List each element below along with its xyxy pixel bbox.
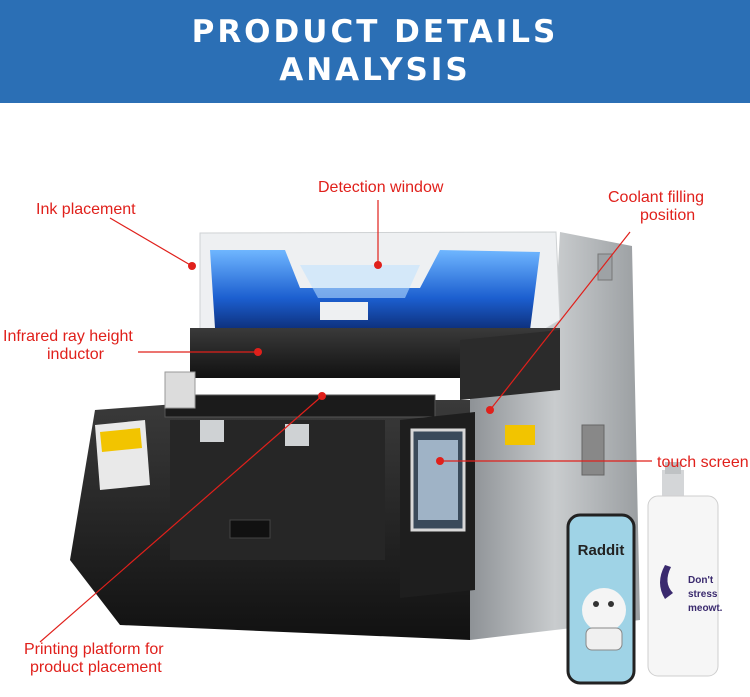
- bottle-text-line1: Don't: [688, 575, 714, 586]
- bottle-text-line2: stress: [688, 589, 718, 600]
- printer-control-panel: [400, 412, 535, 598]
- callout-infrared-line2: inductor: [47, 346, 104, 363]
- callout-ink-placement: Ink placement: [36, 201, 136, 218]
- callout-coolant-line2: position: [640, 207, 696, 224]
- callout-infrared-line1: Infrared ray height: [3, 328, 133, 345]
- callout-lines: [39, 200, 652, 643]
- callout-detection-window: Detection window: [318, 179, 444, 196]
- printed-phone-case: [566, 513, 636, 685]
- page-title-line2: ANALYSIS: [279, 52, 471, 88]
- printer-gantry: [190, 328, 560, 400]
- callout-coolant-line1: Coolant filling: [608, 189, 705, 206]
- printer-hood: [199, 231, 561, 333]
- callout-touch-screen: touch screen: [657, 454, 749, 471]
- callout-dots: [188, 261, 494, 465]
- header-banner: PRODUCT DETAILS ANALYSIS: [0, 0, 750, 103]
- bottle-text-line3: meowt.: [688, 603, 723, 614]
- phone-case-text: Raddit: [578, 542, 625, 559]
- printed-water-bottle: [647, 462, 719, 677]
- printer-body: [70, 371, 470, 640]
- callout-platform-line1: Printing platform for: [24, 641, 164, 658]
- page-title-line1: PRODUCT DETAILS: [191, 14, 559, 50]
- callout-platform-line2: product placement: [30, 659, 162, 676]
